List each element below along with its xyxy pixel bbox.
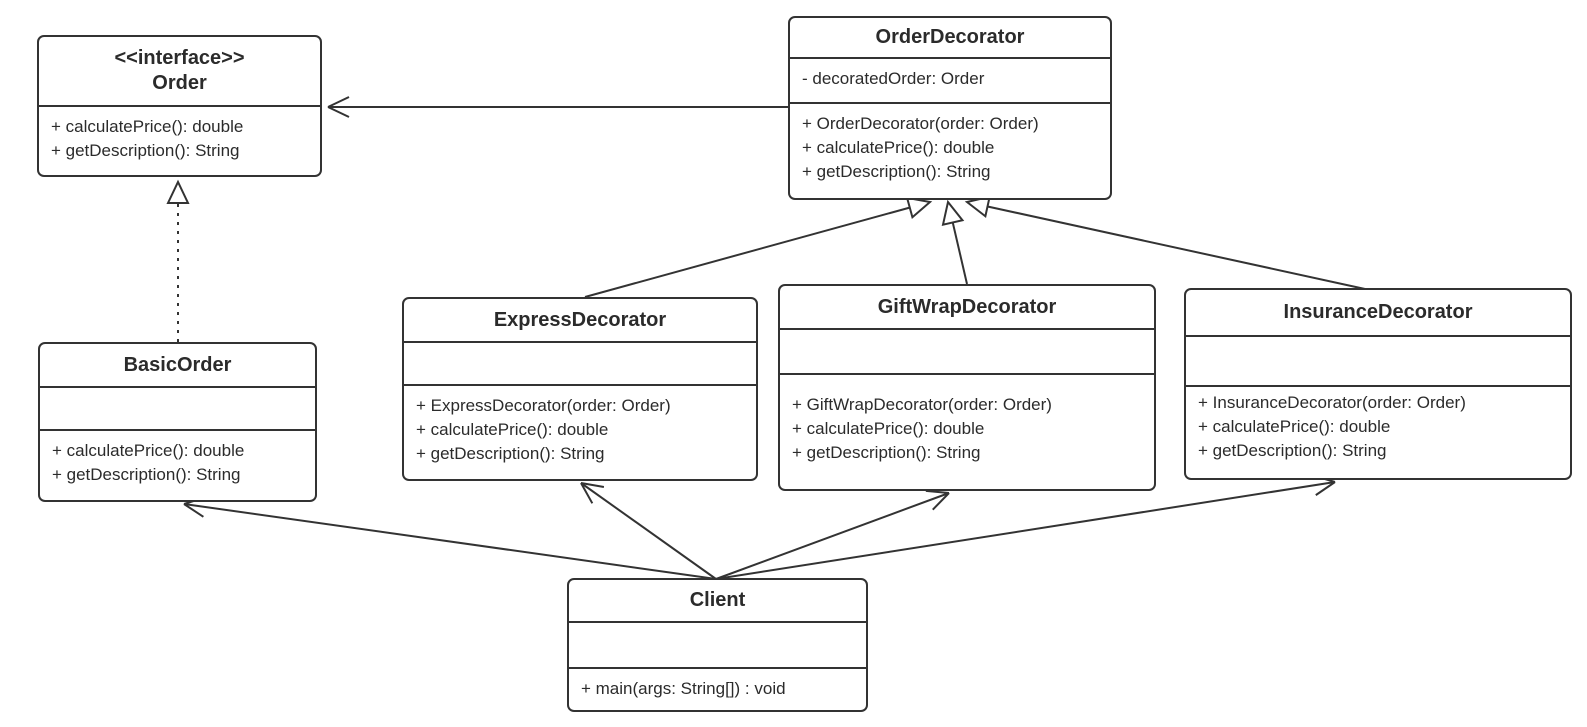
class-basicorder-name: BasicOrder	[123, 353, 232, 376]
method: + calculatePrice(): double	[802, 138, 995, 157]
class-basicorder: BasicOrder + calculatePrice(): double + …	[38, 342, 317, 502]
class-order-stereotype: <<interface>>	[114, 47, 245, 69]
class-expressdecorator-methods: + ExpressDecorator(order: Order) + calcu…	[404, 384, 756, 479]
method: + GiftWrapDecorator(order: Order)	[792, 395, 1052, 414]
connector-client-to-expressdecorator-association	[580, 482, 717, 580]
method: + calculatePrice(): double	[1198, 417, 1391, 436]
class-basicorder-attributes	[40, 386, 315, 429]
connector-expressdecorator-to-orderdecorator-generalization	[584, 196, 933, 298]
class-orderdecorator-header: OrderDecorator	[790, 18, 1110, 57]
class-giftwrapdecorator-attributes	[780, 328, 1154, 373]
method: + getDescription(): String	[51, 141, 240, 160]
method: + ExpressDecorator(order: Order)	[416, 396, 671, 415]
method: + calculatePrice(): double	[51, 117, 244, 136]
class-expressdecorator: ExpressDecorator + ExpressDecorator(orde…	[402, 297, 758, 481]
method: + getDescription(): String	[802, 162, 991, 181]
class-insurancedecorator-attributes	[1186, 335, 1570, 385]
method: + calculatePrice(): double	[792, 419, 985, 438]
method: + getDescription(): String	[416, 444, 605, 463]
class-order-methods: + calculatePrice(): double + getDescript…	[39, 105, 320, 175]
class-expressdecorator-attributes	[404, 341, 756, 384]
method: + InsuranceDecorator(order: Order)	[1198, 393, 1466, 412]
class-insurancedecorator: InsuranceDecorator + InsuranceDecorator(…	[1184, 288, 1572, 480]
class-client-name: Client	[689, 589, 746, 611]
class-expressdecorator-header: ExpressDecorator	[404, 299, 756, 341]
method: + main(args: String[]) : void	[581, 679, 786, 698]
class-insurancedecorator-name: InsuranceDecorator	[1283, 301, 1473, 323]
class-giftwrapdecorator-name: GiftWrapDecorator	[877, 295, 1057, 318]
method: + calculatePrice(): double	[52, 441, 245, 460]
class-client-methods: + main(args: String[]) : void	[569, 667, 866, 710]
connector-client-to-basicorder-association	[183, 496, 717, 580]
class-orderdecorator-methods: + OrderDecorator(order: Order) + calcula…	[790, 102, 1110, 198]
attribute: - decoratedOrder: Order	[802, 69, 985, 88]
class-giftwrapdecorator-header: GiftWrapDecorator	[780, 286, 1154, 328]
class-client-attributes	[569, 621, 866, 667]
connector-client-to-insurancedecorator-association	[715, 474, 1336, 580]
class-orderdecorator-attributes: - decoratedOrder: Order	[790, 57, 1110, 102]
class-insurancedecorator-header: InsuranceDecorator	[1186, 290, 1570, 335]
class-order: <<interface>> Order + calculatePrice(): …	[37, 35, 322, 177]
connector-giftwrapdecorator-to-orderdecorator-generalization	[941, 199, 968, 285]
connector-client-to-giftwrapdecorator-association	[715, 489, 950, 580]
class-order-name: Order	[152, 72, 207, 94]
connector-insurancedecorator-to-orderdecorator-generalization	[964, 195, 1366, 290]
method: + OrderDecorator(order: Order)	[802, 114, 1039, 133]
class-orderdecorator-name: OrderDecorator	[875, 26, 1025, 48]
class-giftwrapdecorator-methods: + GiftWrapDecorator(order: Order) + calc…	[780, 373, 1154, 489]
method: + getDescription(): String	[792, 443, 981, 462]
class-insurancedecorator-methods: + InsuranceDecorator(order: Order) + cal…	[1186, 385, 1570, 478]
class-client: Client + main(args: String[]) : void	[567, 578, 868, 712]
class-basicorder-methods: + calculatePrice(): double + getDescript…	[40, 429, 315, 500]
class-giftwrapdecorator: GiftWrapDecorator + GiftWrapDecorator(or…	[778, 284, 1156, 491]
class-expressdecorator-name: ExpressDecorator	[493, 308, 667, 331]
class-orderdecorator: OrderDecorator - decoratedOrder: Order +…	[788, 16, 1112, 200]
method: + calculatePrice(): double	[416, 420, 609, 439]
method: + getDescription(): String	[52, 465, 241, 484]
class-client-header: Client	[569, 580, 866, 621]
class-order-header: <<interface>> Order	[39, 37, 320, 105]
class-basicorder-header: BasicOrder	[40, 344, 315, 386]
method: + getDescription(): String	[1198, 441, 1387, 460]
